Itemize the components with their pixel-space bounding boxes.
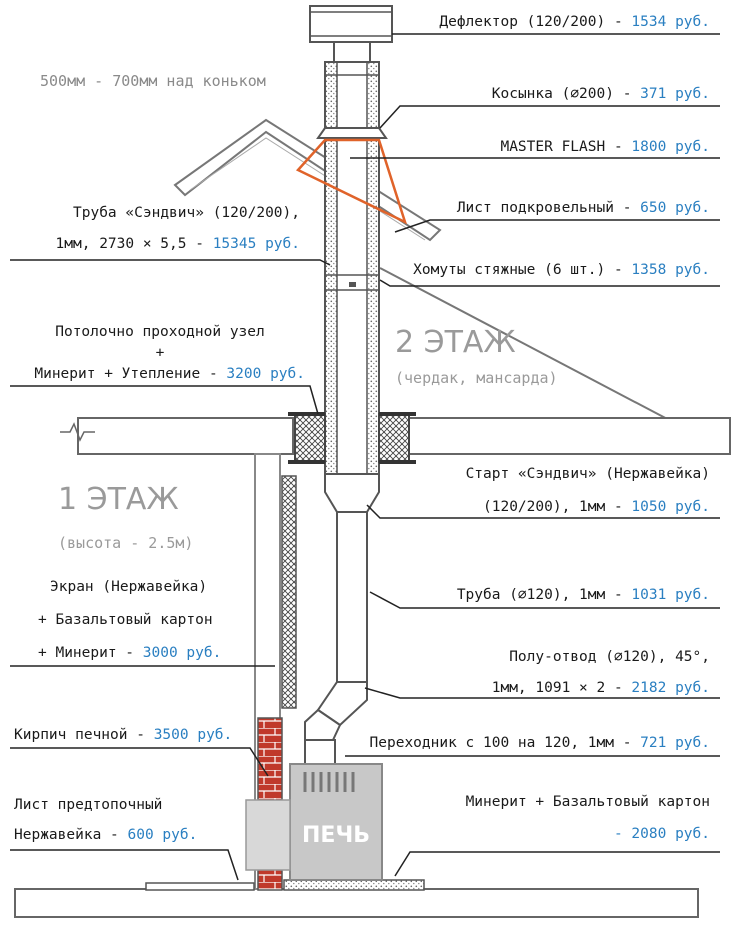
label-master-flash: MASTER FLASH - 1800 руб. bbox=[500, 139, 710, 155]
half-bend bbox=[304, 681, 368, 741]
label-screen-line1: Экран (Нержавейка) bbox=[50, 579, 207, 595]
second-floor-subtitle: (чердак, мансарда) bbox=[395, 369, 558, 387]
first-floor-subtitle: (высота - 2.5м) bbox=[58, 534, 193, 552]
label-kosynka: Косынка (∅200) - 371 руб. bbox=[492, 86, 710, 102]
floor-slab bbox=[14, 888, 699, 918]
roof bbox=[173, 118, 442, 242]
label-pipe: Труба (∅120), 1мм - 1031 руб. bbox=[457, 587, 710, 603]
stove-label: ПЕЧЬ bbox=[302, 823, 370, 848]
master-flash bbox=[295, 138, 408, 225]
label-halfbend-line2: 1мм, 1091 × 2 - 2182 руб. bbox=[492, 680, 710, 696]
kosynka bbox=[316, 127, 388, 139]
label-ceiling-line2: + bbox=[156, 345, 165, 361]
label-start-line1: Старт «Сэндвич» (Нержавейка) bbox=[466, 466, 710, 482]
ceiling-passthrough bbox=[288, 412, 416, 464]
second-floor-title: 2 ЭТАЖ bbox=[395, 325, 516, 360]
label-minerite-line1: Минерит + Базальтовый картон bbox=[466, 794, 710, 810]
label-minerite-price: - 2080 руб. bbox=[614, 826, 710, 842]
note-above-ridge: 500мм - 700мм над коньком bbox=[40, 72, 266, 90]
stove: ПЕЧЬ bbox=[245, 763, 383, 881]
label-screen-line2: + Базальтовый картон bbox=[38, 612, 213, 628]
start-sandwich bbox=[324, 473, 380, 513]
label-ceiling-line1: Потолочно проходной узел bbox=[55, 324, 265, 340]
ceiling-slab bbox=[60, 417, 731, 455]
label-brick: Кирпич печной - 3500 руб. bbox=[14, 727, 232, 743]
heat-screen bbox=[281, 475, 297, 709]
label-clamps: Хомуты стяжные (6 шт.) - 1358 руб. bbox=[413, 262, 710, 278]
deflector bbox=[309, 5, 393, 63]
label-halfbend-line1: Полу-отвод (∅120), 45°, bbox=[509, 649, 710, 665]
sandwich-pipe bbox=[324, 61, 380, 475]
label-sandwich-line2: 1мм, 2730 × 5,5 - 15345 руб. bbox=[56, 236, 300, 252]
label-prefurnace-line2: Нержавейка - 600 руб. bbox=[14, 827, 197, 843]
label-screen-line3: + Минерит - 3000 руб. bbox=[38, 645, 221, 661]
single-pipe bbox=[336, 511, 368, 683]
minerite-plate bbox=[283, 879, 425, 891]
label-underroof-sheet: Лист подкровельный - 650 руб. bbox=[457, 200, 710, 216]
label-sandwich-line1: Труба «Сэндвич» (120/200), bbox=[73, 205, 300, 221]
prefurnace-sheet bbox=[145, 882, 255, 891]
label-start-line2: (120/200), 1мм - 1050 руб. bbox=[483, 499, 710, 515]
label-prefurnace-line1: Лист предтопочный bbox=[14, 797, 162, 813]
label-deflector: Дефлектор (120/200) - 1534 руб. bbox=[439, 14, 710, 30]
adapter bbox=[304, 739, 336, 765]
leader-lines bbox=[10, 33, 720, 881]
label-ceiling-line3: Минерит + Утепление - 3200 руб. bbox=[34, 366, 305, 382]
first-floor-title: 1 ЭТАЖ bbox=[58, 482, 179, 517]
label-adapter: Переходник с 100 на 120, 1мм - 721 руб. bbox=[370, 735, 710, 751]
